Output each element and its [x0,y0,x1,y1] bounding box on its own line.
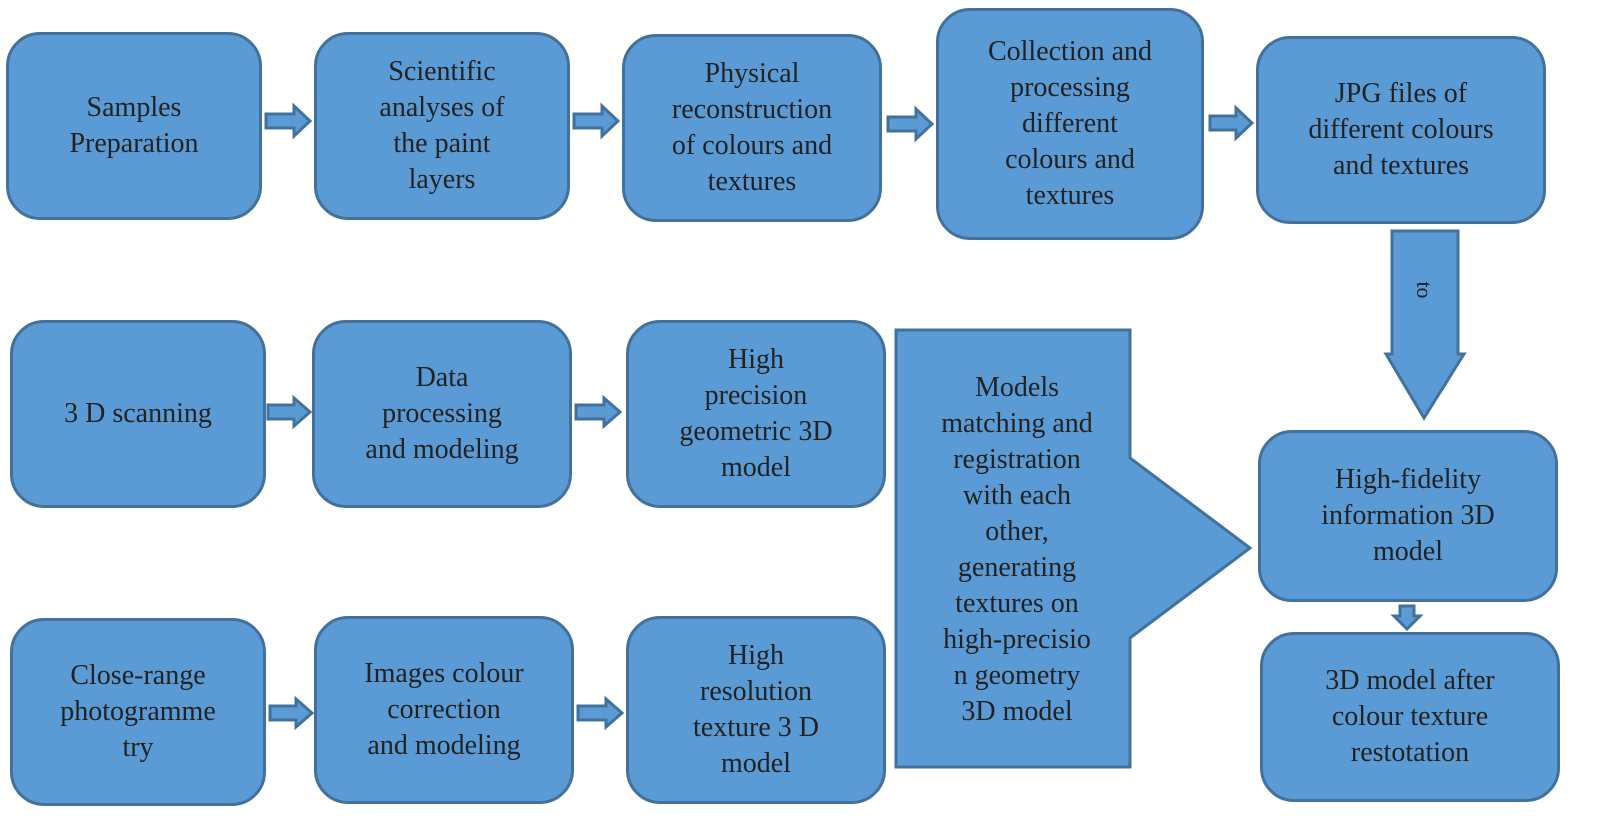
box-close-range-photogrammetry: Close-range photogramme try [10,618,266,806]
box-high-precision-model: High precision geometric 3D model [626,320,886,508]
arrow-scanning-to-data [266,394,313,430]
down-arrow-label: to [1412,281,1437,299]
arrow-collection-to-jpg [1208,104,1255,142]
box-3d-scanning: 3 D scanning [10,320,266,508]
box-data-processing: Data processing and modeling [312,320,572,508]
box-high-resolution-texture: High resolution texture 3 D model [626,616,886,804]
box-physical-reconstruction: Physical reconstruction of colours and t… [622,34,882,222]
box-physical-reconstruction-label: Physical reconstruction of colours and t… [671,58,833,197]
box-high-fidelity-model: High-fidelity information 3D model [1258,430,1558,602]
box-collection-processing: Collection and processing different colo… [936,8,1204,240]
box-high-resolution-texture-label: High resolution texture 3 D model [693,640,819,779]
box-high-precision-model-label: High precision geometric 3D model [679,344,833,483]
arrow-fidelity-to-restoration [1390,604,1424,632]
box-close-range-photogrammetry-label: Close-range photogramme try [60,660,216,763]
box-scientific-analyses-label: Scientific analyses of the paint layers [379,56,505,195]
box-images-colour-correction-label: Images colour correction and modeling [364,658,524,761]
box-high-fidelity-model-label: High-fidelity information 3D model [1321,464,1495,567]
box-model-after-restoration: 3D model after colour texture restotatio… [1260,632,1560,802]
arrow-samples-to-scientific [264,102,313,140]
box-jpg-files-label: JPG files of different colours and textu… [1308,78,1494,181]
merge-arrow [894,328,1253,769]
box-images-colour-correction: Images colour correction and modeling [314,616,574,804]
arrow-images-to-high-resolution [576,695,625,731]
arrow-physical-to-collection [886,105,935,143]
box-samples-preparation-label: Samples Preparation [69,92,199,159]
down-arrow-to [1383,229,1467,421]
merge-arrow-label: Models matching and registration with ea… [941,372,1093,727]
arrow-scientific-to-physical [572,102,621,140]
box-collection-processing-label: Collection and processing different colo… [987,36,1153,211]
box-jpg-files: JPG files of different colours and textu… [1256,36,1546,224]
arrow-close-range-to-images [268,695,315,731]
box-3d-scanning-label: 3 D scanning [64,398,212,429]
box-scientific-analyses: Scientific analyses of the paint layers [314,32,570,220]
box-samples-preparation: Samples Preparation [6,32,262,220]
box-data-processing-label: Data processing and modeling [365,362,519,465]
box-model-after-restoration-label: 3D model after colour texture restotatio… [1325,665,1495,768]
arrow-data-to-high-precision [574,394,623,430]
